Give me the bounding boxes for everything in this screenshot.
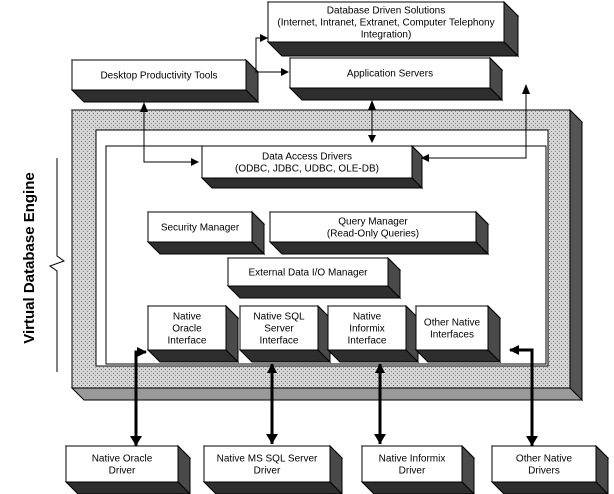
desktop-dataaccess-link [143, 104, 199, 166]
box-label-line: Data Access Drivers [262, 152, 352, 163]
box-label-line: Other Native [424, 318, 481, 329]
box-label-line: Interface [260, 336, 299, 347]
box-external-io: External Data I/O Manager [226, 256, 402, 300]
box-label-line: Security Manager [161, 223, 240, 234]
box-label-line: Query Manager [338, 217, 408, 228]
box-label-line: Native Oracle [92, 454, 153, 465]
box-label-line: Native Informix [379, 454, 446, 465]
box-label-line: Application Servers [347, 69, 433, 80]
box-label-line: External Data I/O Manager [249, 268, 369, 279]
box-label-line: Interface [168, 336, 207, 347]
box-label-line: Native [173, 312, 202, 323]
box-solutions: Database Driven Solutions(Internet, Intr… [266, 0, 520, 58]
box-label-line: Integration) [361, 30, 412, 41]
box-label-line: Interface [348, 336, 387, 347]
box-label-line: Other Native [516, 454, 573, 465]
connector-lines [130, 34, 538, 446]
box-app-servers: Application Servers [288, 56, 504, 102]
box-query: Query Manager(Read-Only Queries) [268, 210, 490, 256]
box-label-line: Native MS SQL Server [217, 454, 318, 465]
oracle-driver-link [134, 347, 147, 446]
box-label-line: Interfaces [430, 330, 474, 341]
box-label-line: Driver [109, 466, 136, 477]
box-label-line: (Internet, Intranet, Extranet, Computer … [277, 18, 494, 29]
box-label-line: Drivers [528, 466, 560, 477]
other-drivers-link [509, 345, 534, 446]
box-label-line: Driver [399, 466, 426, 477]
box-data-access: Data Access Drivers(ODBC, JDBC, UDBC, OL… [200, 144, 424, 190]
box-label-line: (ODBC, JDBC, UDBC, OLE-DB) [235, 164, 379, 175]
box-desktop-tools: Desktop Productivity Tools [70, 58, 260, 104]
engine-zigzag-line [48, 158, 66, 372]
box-label-line: Informix [349, 324, 385, 335]
box-label-line: Native SQL [253, 312, 305, 323]
engine-side-label: Virtual Database Engine [21, 172, 38, 343]
box-label-line: Driver [254, 466, 281, 477]
solutions-dataaccess-link [421, 86, 527, 162]
box-label-line: Server [264, 324, 294, 335]
box-label-line: Native [353, 312, 382, 323]
box-label-line: Oracle [172, 324, 202, 335]
box-security: Security Manager [146, 210, 266, 256]
box-label-line: Desktop Productivity Tools [100, 71, 217, 82]
box-label-line: Database Driven Solutions [327, 6, 445, 17]
box-label-line: (Read-Only Queries) [327, 229, 419, 240]
